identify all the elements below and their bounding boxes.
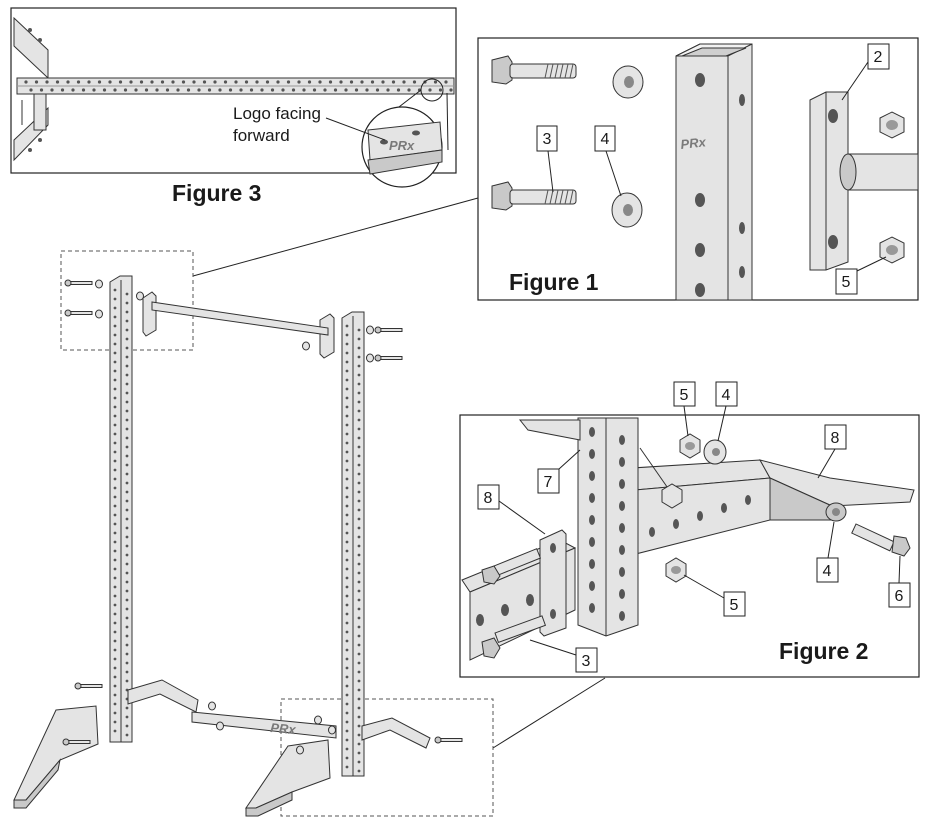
svg-text:5: 5 [680, 387, 689, 404]
logo-magnifier: PRx [361, 78, 449, 188]
svg-text:4: 4 [823, 563, 832, 580]
washer-4 [611, 192, 643, 228]
callout-5b-fig2: 5 [683, 574, 746, 617]
top-bracket [518, 419, 581, 441]
main-assembly: PRx [13, 250, 494, 817]
figure-1-title: Figure 1 [509, 269, 599, 295]
nut-upper-mid [661, 483, 683, 509]
svg-text:2: 2 [874, 49, 883, 66]
figure-3-panel: PRx Logo facing forward [10, 7, 457, 188]
bolt-3-fig2 [481, 615, 547, 659]
callout-5a-fig2: 5 [673, 381, 696, 437]
figure-2-link-line [492, 677, 606, 749]
svg-text:8: 8 [831, 430, 840, 447]
callout-8a-fig2: 8 [817, 424, 847, 479]
right-upright [341, 311, 365, 777]
bolt-6 [851, 523, 911, 557]
bracket-plate [809, 91, 919, 271]
figure-3-upright [13, 16, 49, 162]
top-crossbar [142, 291, 335, 359]
svg-text:4: 4 [601, 131, 610, 148]
callout-3-fig2: 3 [529, 639, 598, 673]
bolt-3 [491, 181, 577, 211]
nut-5-lower [665, 557, 687, 583]
callout-7-fig2: 7 [537, 449, 581, 494]
nut-5-top [679, 433, 701, 459]
washer-top [612, 65, 644, 99]
prx-logo: PRx [680, 134, 707, 152]
logo-mark: PRx [389, 138, 415, 153]
crossbar-logo: PRx [270, 720, 297, 737]
svg-text:5: 5 [730, 597, 739, 614]
svg-text:3: 3 [582, 653, 591, 670]
figure-2-title: Figure 2 [779, 638, 868, 664]
figure-3-crossbar [16, 77, 455, 95]
svg-text:7: 7 [544, 474, 553, 491]
figure-1-link-line [192, 197, 479, 277]
upright-post: PRx [675, 43, 753, 301]
svg-text:5: 5 [842, 274, 851, 291]
washer-4-top [703, 439, 727, 465]
left-arm [461, 529, 577, 661]
callout-8b-fig2: 8 [477, 484, 546, 535]
callout-4-fig1: 4 [594, 125, 622, 197]
svg-text:8: 8 [484, 490, 493, 507]
upright-post-7 [577, 417, 639, 637]
svg-text:3: 3 [543, 131, 552, 148]
callout-3-fig1: 3 [536, 125, 558, 193]
pin-line [639, 447, 673, 495]
figure-2-frame [459, 414, 920, 678]
nut-top [879, 111, 905, 139]
callout-4b-fig2: 4 [816, 521, 839, 583]
callout-4a-fig2: 4 [715, 381, 738, 442]
right-base [245, 717, 431, 817]
note-leader [325, 117, 386, 141]
bolt-upper-left [481, 548, 542, 585]
svg-text:6: 6 [895, 588, 904, 605]
figure-3-title: Figure 3 [172, 180, 261, 206]
base-arm [599, 459, 915, 561]
logo-note-line1: Logo facing [233, 104, 321, 123]
detail-region-fig2 [280, 698, 494, 817]
figure-2-panel: 5 4 8 7 8 4 5 [459, 381, 920, 678]
logo-note-line2: forward [233, 126, 290, 145]
callout-5-fig1: 5 [835, 256, 887, 295]
left-base [13, 679, 199, 809]
figure-1-panel: 3 4 PRx [477, 37, 919, 301]
bolt-top [491, 55, 577, 85]
bottom-crossbar: PRx [191, 711, 337, 739]
left-upright [109, 275, 133, 743]
callout-6-fig2: 6 [888, 555, 911, 608]
callout-2-fig1: 2 [841, 43, 890, 101]
main-hardware [62, 279, 463, 755]
nut-5 [879, 236, 905, 264]
figure-3-frame [10, 7, 457, 174]
svg-text:4: 4 [722, 387, 731, 404]
